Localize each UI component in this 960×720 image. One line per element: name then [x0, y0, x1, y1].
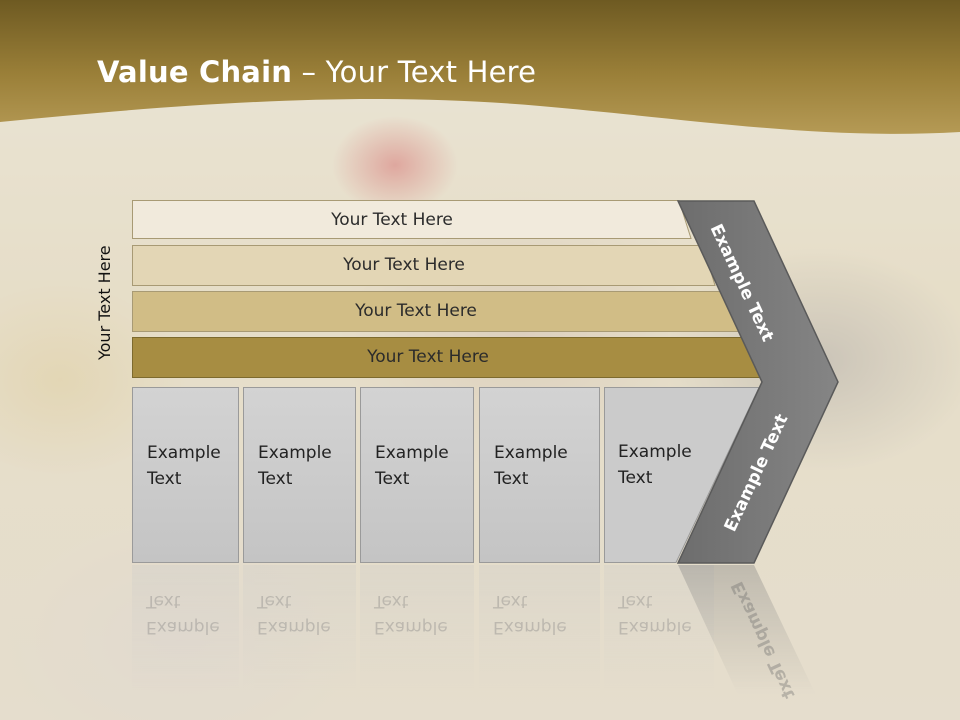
box-3-line1: Example	[375, 443, 449, 463]
band-4: Your Text Here	[132, 337, 764, 378]
band-3: Your Text Here	[132, 291, 740, 332]
box-5-line1: Example	[618, 442, 692, 462]
box-5: Example Text	[618, 439, 692, 491]
title-bold: Value Chain	[97, 55, 293, 89]
band-2-label: Your Text Here	[343, 254, 465, 275]
box-1-line1: Example	[147, 443, 221, 463]
slide-title: Value Chain – Your Text Here	[97, 55, 536, 89]
band-2: Your Text Here	[132, 245, 716, 286]
box-5-shape	[604, 387, 760, 563]
box-1-line2: Text	[147, 469, 182, 489]
title-rest: – Your Text Here	[292, 55, 537, 89]
box-3: Example Text	[360, 387, 474, 563]
band-1-shape	[132, 200, 692, 239]
band-2-shape	[132, 245, 716, 286]
box-2: Example Text	[243, 387, 356, 563]
box-2-line2: Text	[258, 469, 293, 489]
band-4-label: Your Text Here	[367, 346, 489, 367]
box-4-line1: Example	[494, 443, 568, 463]
title-banner	[0, 0, 960, 134]
box-5-line2: Text	[618, 468, 653, 488]
box-1: Example Text	[132, 387, 239, 563]
box-3-line2: Text	[375, 469, 410, 489]
band-1: Your Text Here	[132, 200, 692, 239]
chevron-reflection	[678, 565, 816, 695]
box-4: Example Text	[479, 387, 600, 563]
band-1-label: Your Text Here	[331, 209, 453, 230]
box-4-line2: Text	[494, 469, 529, 489]
chevron-arrow	[676, 200, 839, 564]
box-2-line1: Example	[258, 443, 332, 463]
band-3-label: Your Text Here	[355, 300, 477, 321]
